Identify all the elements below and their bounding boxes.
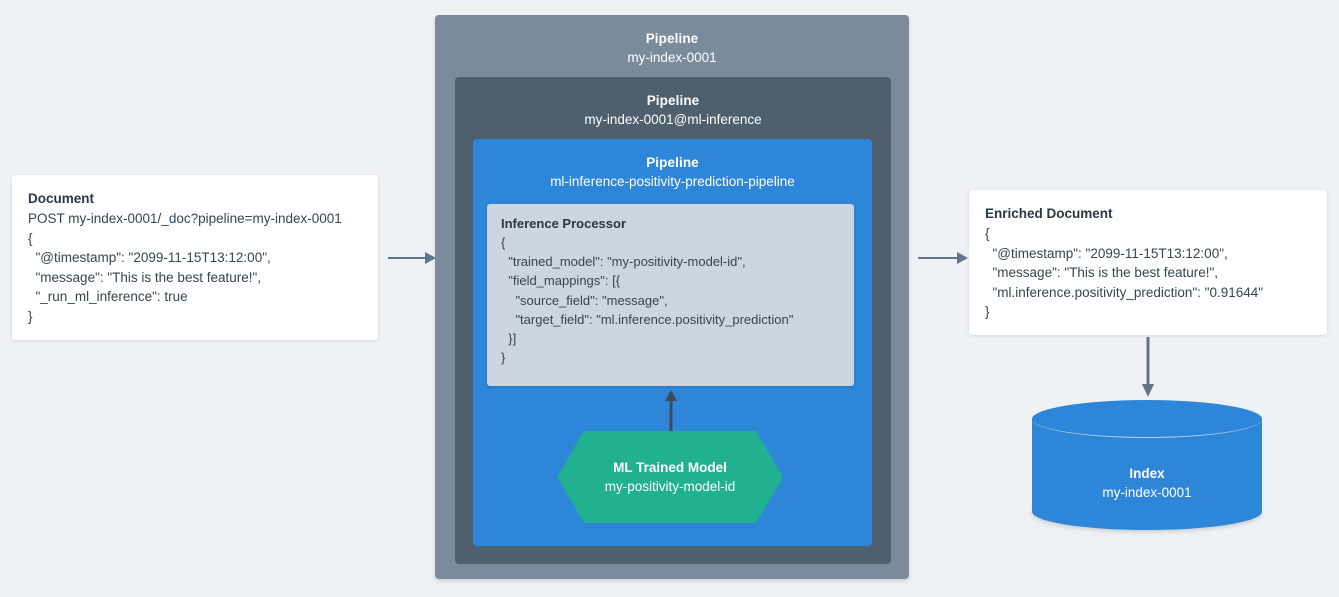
mid-pipeline-value: my-index-0001@ml-inference (584, 112, 762, 127)
mid-pipeline-label: Pipeline (646, 93, 700, 108)
enriched-document-line: "message": "This is the best feature!", (985, 265, 1219, 280)
arrow-enriched-to-index (1142, 337, 1154, 397)
inference-processor-line: }] (501, 331, 517, 347)
inference-processor-line: } (501, 350, 506, 366)
index-cylinder: Index my-index-0001 (1032, 400, 1262, 530)
ml-trained-model-value: my-positivity-model-id (604, 478, 736, 494)
cylinder-top-ellipse (1032, 400, 1262, 438)
source-document-title: Document (28, 191, 95, 206)
outer-pipeline-header: Pipeline my-index-0001 (435, 15, 909, 68)
enriched-document-line: } (985, 304, 990, 319)
enriched-document-line: "ml.inference.positivity_prediction": "0… (985, 284, 1264, 300)
inner-pipeline-value: ml-inference-positivity-prediction-pipel… (550, 174, 795, 189)
inference-processor-line: "source_field": "message", (501, 292, 668, 308)
source-document-line: { (28, 230, 33, 246)
source-document-line: } (28, 308, 33, 324)
inference-processor-line: "field_mappings": [{ (501, 273, 621, 289)
inference-processor-line: "target_field": "ml.inference.positivity… (501, 311, 794, 327)
enriched-document-line: "@timestamp": "2099-11-15T13:12:00", (985, 245, 1228, 261)
source-document-line: "_run_ml_inference": true (28, 289, 188, 304)
inference-processor-title: Inference Processor (501, 216, 627, 231)
source-document-line: "message": "This is the best feature!", (28, 269, 262, 285)
outer-pipeline-label: Pipeline (645, 31, 699, 46)
index-label-group: Index my-index-0001 (1032, 464, 1262, 503)
inner-pipeline-label: Pipeline (646, 155, 699, 170)
index-label: Index (1129, 466, 1165, 481)
outer-pipeline-value: my-index-0001 (627, 50, 717, 65)
ml-trained-model-label: ML Trained Model (613, 459, 727, 475)
enriched-document-title: Enriched Document (985, 206, 1113, 221)
index-value: my-index-0001 (1102, 485, 1192, 500)
arrow-pipeline-to-enriched (918, 252, 968, 264)
enriched-document-card: Enriched Document { "@timestamp": "2099-… (969, 190, 1327, 335)
inner-pipeline-header: Pipeline ml-inference-positivity-predict… (473, 139, 872, 192)
source-document-card: Document POST my-index-0001/_doc?pipelin… (12, 175, 378, 340)
arrow-model-to-processor (665, 390, 677, 435)
enriched-document-line: { (985, 226, 990, 241)
inference-processor-line: { (501, 235, 506, 250)
ml-trained-model-hexagon: ML Trained Model my-positivity-model-id (557, 431, 783, 523)
arrow-document-to-pipeline (388, 252, 436, 264)
mid-pipeline-header: Pipeline my-index-0001@ml-inference (455, 77, 891, 130)
source-document-line: POST my-index-0001/_doc?pipeline=my-inde… (28, 211, 342, 226)
inference-processor-line: "trained_model": "my-positivity-model-id… (501, 254, 746, 270)
inference-processor-box: Inference Processor { "trained_model": "… (487, 204, 854, 386)
source-document-line: "@timestamp": "2099-11-15T13:12:00", (28, 250, 271, 265)
